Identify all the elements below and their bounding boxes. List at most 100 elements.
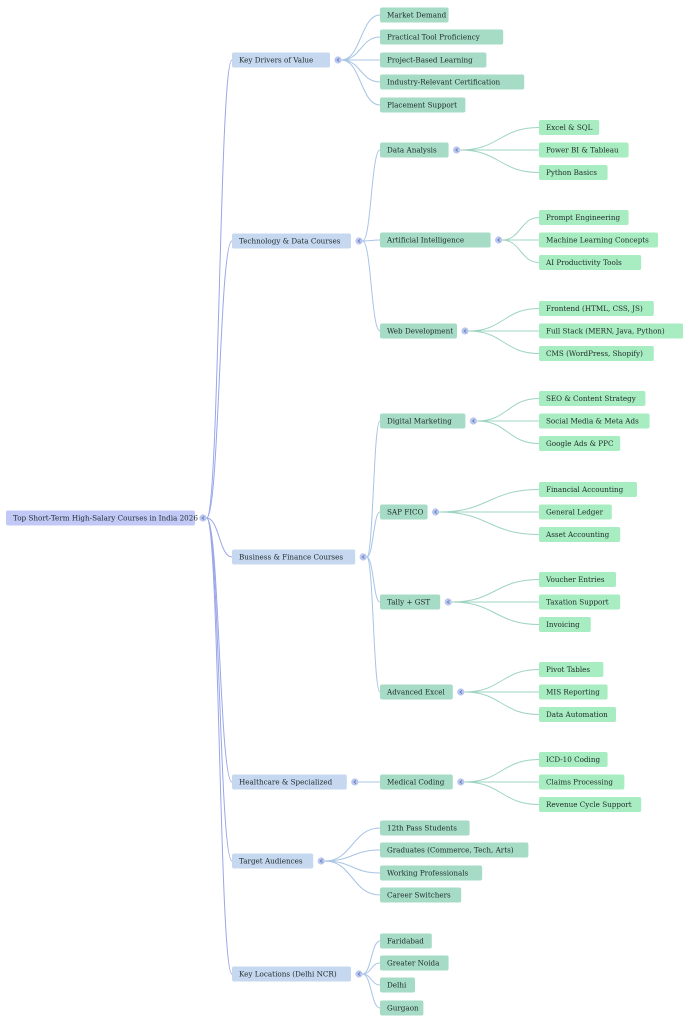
leaf-asset-accounting[interactable]: Asset Accounting [539,527,621,542]
chevron-left-icon [201,516,205,520]
root-node[interactable]: Top Short-Term High-Salary Courses in In… [6,510,198,526]
node-box [380,504,428,520]
edge-line [468,308,540,332]
topic-artificial-intelligence[interactable]: Artificial Intelligence [380,232,491,248]
leaf-data-automation[interactable]: Data Automation [539,707,616,722]
leaf-power-bi-and-tableau[interactable]: Power BI & Tableau [539,142,629,158]
node-box [232,853,314,869]
leaf-machine-learning-concepts[interactable]: Machine Learning Concepts [539,232,658,248]
topic-medical-coding[interactable]: Medical Coding [380,774,453,790]
topic-career-switchers[interactable]: Career Switchers [380,887,462,903]
chevron-left-icon [455,148,459,152]
topic-12th-pass-students[interactable]: 12th Pass Students [380,820,470,836]
edge-line [464,669,540,693]
branch-healthcare-and-specialized[interactable]: Healthcare & Specialized [232,774,347,790]
toggle-digital-marketing[interactable] [469,417,477,425]
topic-graduates-commerce-tech-arts[interactable]: Graduates (Commerce, Tech, Arts) [380,842,529,858]
node-label: CMS (WordPress, Shopify) [546,349,643,358]
leaf-prompt-engineering[interactable]: Prompt Engineering [539,210,629,225]
node-box [539,684,608,700]
topic-greater-noida[interactable]: Greater Noida [380,955,449,971]
node-label: Business & Finance Courses [239,553,343,562]
toggle-data-analysis[interactable] [453,146,461,154]
root-collapse-toggle[interactable] [199,514,207,522]
topic-project-based-learning[interactable]: Project-Based Learning [380,52,487,68]
topic-sap-fico[interactable]: SAP FICO [380,504,428,520]
branch-target-audiences[interactable]: Target Audiences [232,853,314,869]
topic-web-development[interactable]: Web Development [380,323,457,339]
leaf-icd-10-coding[interactable]: ICD-10 Coding [539,752,608,767]
leaf-excel-and-sql[interactable]: Excel & SQL [539,120,600,135]
node-label: Voucher Entries [545,575,605,584]
leaf-pivot-tables[interactable]: Pivot Tables [539,662,604,677]
node-box [380,74,525,90]
toggle-key-locations-delhi-ncr[interactable] [355,970,363,978]
topic-industry-relevant-certification[interactable]: Industry-Relevant Certification [380,74,525,90]
topic-gurgaon[interactable]: Gurgaon [380,1000,424,1016]
node-box [380,594,441,610]
toggle-key-drivers-of-value[interactable] [334,56,342,64]
leaf-taxation-support[interactable]: Taxation Support [539,594,621,610]
topic-data-analysis[interactable]: Data Analysis [380,142,449,158]
node-box [539,323,683,339]
leaf-revenue-cycle-support[interactable]: Revenue Cycle Support [539,797,642,812]
topic-market-demand[interactable]: Market Demand [380,7,449,23]
edge-line [464,781,540,805]
leaf-python-basics[interactable]: Python Basics [539,165,608,180]
toggle-technology-and-data-courses[interactable] [355,237,363,245]
node-label: Market Demand [387,11,447,20]
topic-advanced-excel[interactable]: Advanced Excel [380,684,453,700]
topic-tally-gst[interactable]: Tally + GST [380,594,441,610]
node-label: Tally + GST [387,598,430,607]
node-label: Data Analysis [387,146,437,155]
branch-business-and-finance-courses[interactable]: Business & Finance Courses [232,549,356,565]
leaf-social-media-and-meta-ads[interactable]: Social Media & Meta Ads [539,413,650,429]
node-box [539,142,629,158]
leaf-frontend-html-css-js[interactable]: Frontend (HTML, CSS, JS) [539,301,654,316]
leaf-seo-and-content-strategy[interactable]: SEO & Content Strategy [539,391,646,406]
toggle-medical-coding[interactable] [457,778,465,786]
leaf-claims-processing[interactable]: Claims Processing [539,774,625,790]
chevron-left-icon [434,510,438,514]
edge-line [464,691,540,715]
toggle-advanced-excel[interactable] [457,688,465,696]
leaf-mis-reporting[interactable]: MIS Reporting [539,684,608,700]
leaf-full-stack-mern-java-python[interactable]: Full Stack (MERN, Java, Python) [539,323,683,339]
toggle-web-development[interactable] [461,327,469,335]
leaf-google-ads-and-ppc[interactable]: Google Ads & PPC [539,436,621,451]
branch-technology-and-data-courses[interactable]: Technology & Data Courses [232,233,351,249]
toggle-artificial-intelligence[interactable] [495,236,503,244]
leaf-ai-productivity-tools[interactable]: AI Productivity Tools [539,255,642,270]
leaf-general-ledger[interactable]: General Ledger [539,504,612,520]
node-label: Medical Coding [387,778,445,787]
chevron-left-icon [459,690,463,694]
topic-working-professionals[interactable]: Working Professionals [380,865,483,881]
topic-delhi[interactable]: Delhi [380,977,415,993]
node-label: Greater Noida [387,959,440,968]
node-box [232,774,347,790]
node-label: Key Locations (Delhi NCR) [239,970,337,979]
leaf-invoicing[interactable]: Invoicing [539,617,591,632]
topic-digital-marketing[interactable]: Digital Marketing [380,413,466,429]
topic-placement-support[interactable]: Placement Support [380,97,466,113]
branch-key-drivers-of-value[interactable]: Key Drivers of Value [232,52,330,68]
toggle-business-and-finance-courses[interactable] [359,553,367,561]
topic-practical-tool-proficiency[interactable]: Practical Tool Proficiency [380,29,504,45]
node-box [539,774,625,790]
topic-faridabad[interactable]: Faridabad [380,933,432,949]
leaf-voucher-entries[interactable]: Voucher Entries [539,572,616,587]
node-box [380,842,529,858]
leaf-cms-wordpress-shopify[interactable]: CMS (WordPress, Shopify) [539,346,654,361]
toggle-tally-gst[interactable] [444,598,452,606]
collapse-toggle-dot [495,236,503,244]
branch-key-locations-delhi-ncr[interactable]: Key Locations (Delhi NCR) [232,966,351,982]
toggle-sap-fico[interactable] [432,508,440,516]
node-label: Prompt Engineering [546,213,620,222]
node-label: Machine Learning Concepts [546,236,649,245]
toggle-healthcare-and-specialized[interactable] [351,778,359,786]
node-label: Frontend (HTML, CSS, JS) [546,304,643,313]
collapse-toggle-dot [199,514,207,522]
collapse-toggle-dot [469,417,477,425]
leaf-financial-accounting[interactable]: Financial Accounting [539,482,637,497]
toggle-target-audiences[interactable] [317,857,325,865]
